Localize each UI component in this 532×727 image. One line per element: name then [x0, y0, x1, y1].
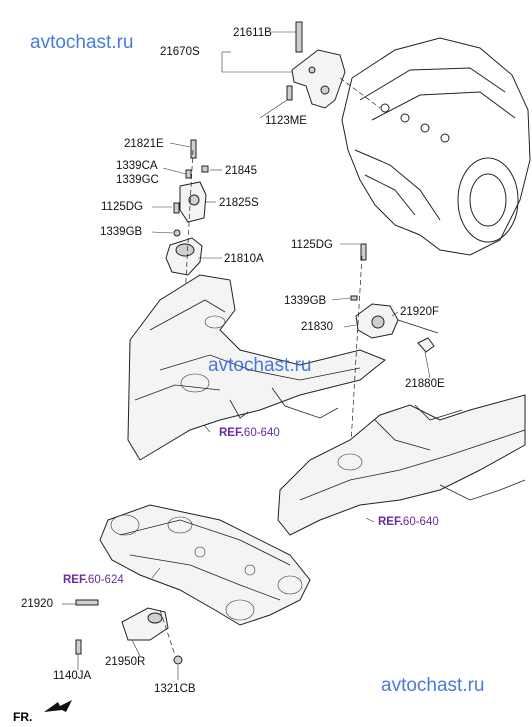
part-label-1339GB: 1339GB — [100, 226, 143, 238]
bracket-21670S — [286, 21, 381, 109]
part-label-1125DG: 1125DG — [291, 239, 333, 251]
part-label-21950R: 21950R — [105, 656, 146, 668]
front-direction-arrow-icon — [44, 700, 72, 712]
front-subframe — [99, 504, 311, 626]
part-label-1125DG: 1125DG — [101, 201, 143, 213]
part-label-21670S: 21670S — [160, 46, 200, 58]
watermark: avtochast.ru — [208, 355, 312, 376]
part-label-21830: 21830 — [301, 321, 333, 333]
left-mount-stack — [165, 139, 209, 391]
ref-link[interactable]: REF.60-624 — [63, 574, 124, 586]
part-label-21920: 21920 — [21, 598, 53, 610]
part-label-21821E: 21821E — [124, 138, 164, 150]
ref-link[interactable]: REF.60-640 — [219, 427, 280, 439]
right-side-member — [277, 394, 526, 536]
part-label-1339CA: 1339CA — [116, 160, 158, 172]
part-label-1123ME: 1123ME — [265, 115, 307, 127]
part-label-1339GC: 1339GC — [116, 174, 159, 186]
left-side-member — [127, 274, 386, 461]
part-label-21920F: 21920F — [400, 306, 440, 318]
part-label-1140JA: 1140JA — [53, 670, 92, 682]
part-label-1321CB: 1321CB — [154, 683, 196, 695]
right-mount-21830 — [349, 243, 439, 461]
part-label-21845: 21845 — [225, 165, 257, 177]
ref-link[interactable]: REF.60-640 — [378, 516, 439, 528]
part-label-1339GB: 1339GB — [284, 295, 327, 307]
front-direction-label: FR. — [13, 710, 33, 724]
watermark: avtochast.ru — [30, 32, 134, 53]
part-label-21825S: 21825S — [219, 197, 259, 209]
part-label-21810A: 21810A — [224, 253, 264, 265]
rear-roll-mount — [75, 599, 183, 665]
leader-lines — [62, 31, 431, 680]
part-label-21880E: 21880E — [405, 378, 445, 390]
part-label-21611B: 21611B — [233, 27, 272, 39]
watermark: avtochast.ru — [381, 675, 485, 696]
engine-block — [341, 37, 531, 256]
